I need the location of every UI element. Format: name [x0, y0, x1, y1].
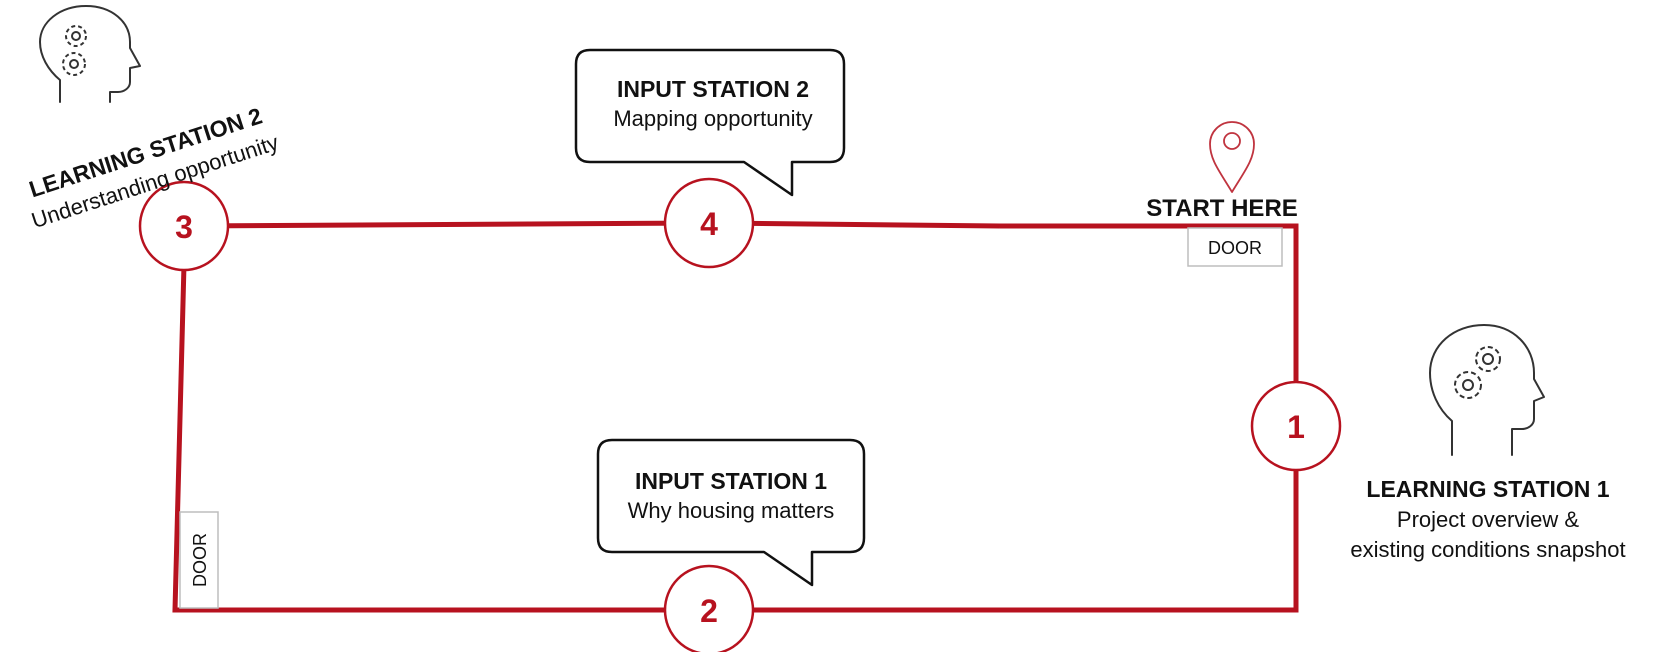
- door-bottom-left-label: DOOR: [190, 533, 210, 587]
- door-bottom-left: DOOR: [179, 511, 219, 609]
- input-station-2-title: INPUT STATION 2: [617, 76, 809, 102]
- station-3-number: 3: [175, 209, 193, 245]
- learning-station-1-label: LEARNING STATION 1 Project overview & ex…: [1350, 476, 1625, 562]
- map-pin-icon: [1209, 121, 1255, 193]
- input-station-2-bubble: INPUT STATION 2 Mapping opportunity: [574, 48, 846, 197]
- input-station-1-title: INPUT STATION 1: [635, 468, 827, 494]
- door-top-right: DOOR: [1187, 227, 1283, 267]
- station-1-marker: 1: [1250, 380, 1342, 472]
- station-3-marker: 3: [138, 180, 230, 272]
- station-4-number: 4: [700, 206, 718, 242]
- input-station-2-subtitle: Mapping opportunity: [613, 106, 812, 131]
- head-gears-icon: [39, 5, 141, 103]
- station-1-number: 1: [1287, 409, 1305, 445]
- learning-station-1-title: LEARNING STATION 1: [1366, 476, 1609, 502]
- start-here-label: START HERE: [1146, 195, 1298, 222]
- input-station-1-subtitle: Why housing matters: [628, 498, 835, 523]
- station-2-marker: 2: [663, 564, 755, 652]
- head-gears-icon: [1429, 324, 1545, 456]
- learning-station-1-subtitle-line-2: existing conditions snapshot: [1350, 537, 1625, 562]
- learning-station-1-subtitle-line-1: Project overview &: [1397, 507, 1580, 532]
- station-2-number: 2: [700, 593, 718, 629]
- input-station-1-bubble: INPUT STATION 1 Why housing matters: [596, 438, 866, 587]
- station-4-marker: 4: [663, 177, 755, 269]
- door-top-right-label: DOOR: [1208, 238, 1262, 258]
